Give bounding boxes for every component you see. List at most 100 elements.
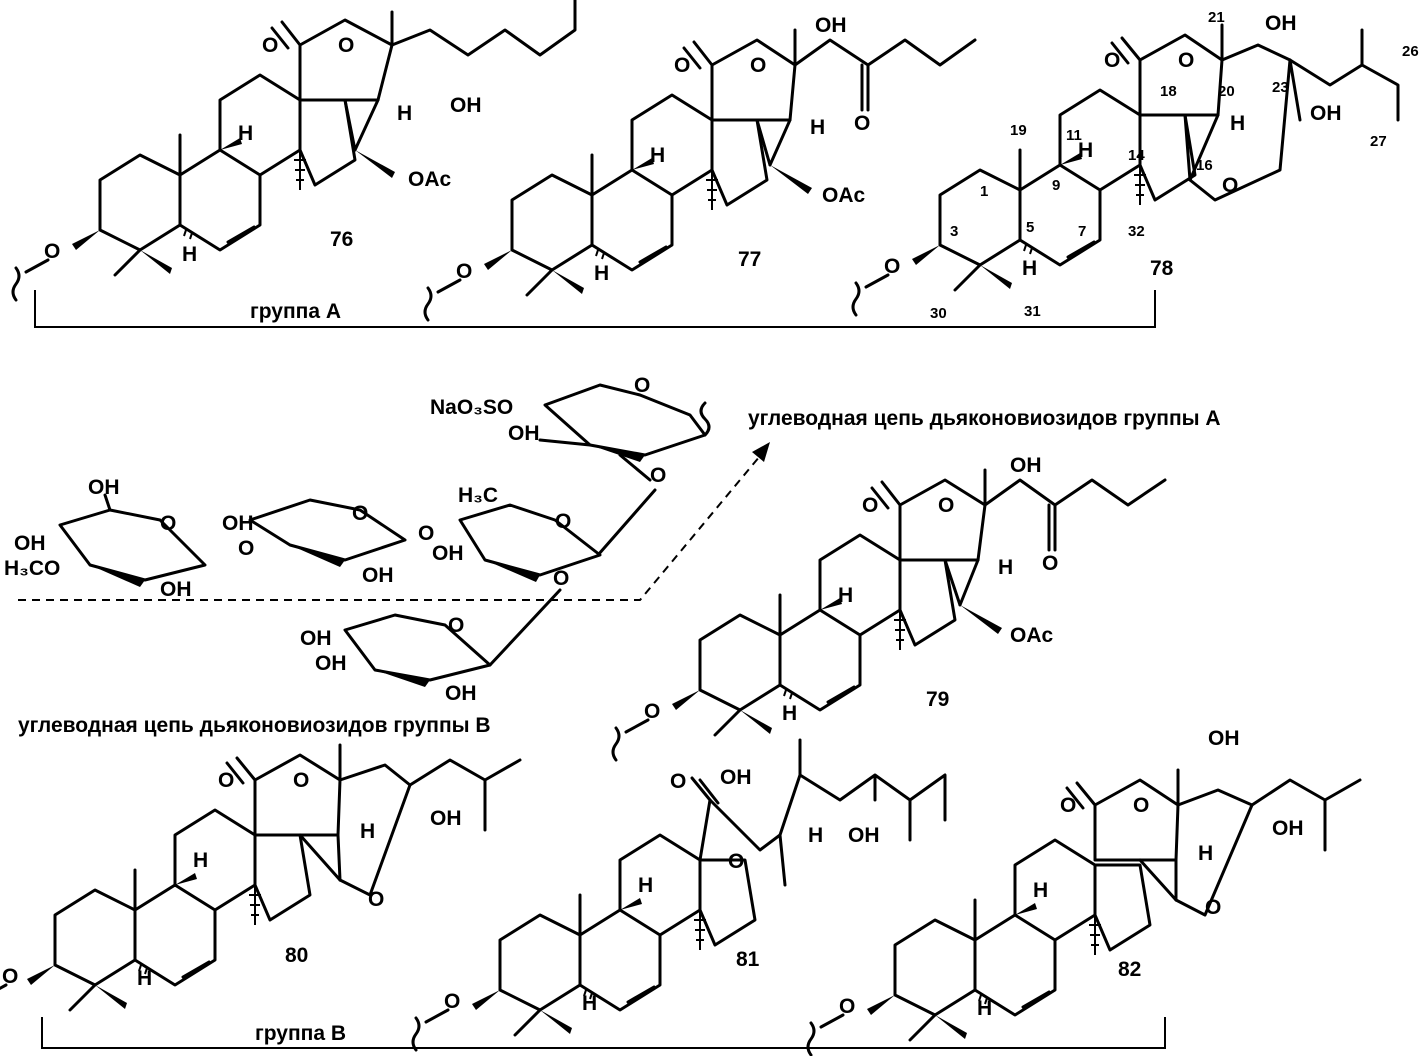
atom-number: 20 <box>1218 83 1235 100</box>
oh-label: OH <box>815 14 847 37</box>
h-label: H <box>1198 842 1213 865</box>
h-label: H <box>810 116 825 139</box>
o-label: O <box>553 567 569 590</box>
oh-label: OH <box>508 422 540 445</box>
compound-78: O O OH OH H O H H O 1 3 5 7 9 11 14 16 1… <box>851 9 1419 322</box>
compound-number: 79 <box>926 688 949 711</box>
oh-label: OH <box>1310 102 1342 125</box>
naoso3-label: NaO₃SO <box>430 396 513 419</box>
atom-number: 1 <box>980 183 988 200</box>
ring-o-label: O <box>634 374 650 397</box>
compound-number: 81 <box>736 948 760 971</box>
compound-77: O O OH O H OAc H H O 77 <box>423 14 977 322</box>
oac-label: OAc <box>1010 624 1054 647</box>
o-label: O <box>456 260 472 283</box>
oh-label: OH <box>300 627 332 650</box>
carbonyl-o-label: O <box>674 54 690 77</box>
group-a-label: группа А <box>250 300 341 323</box>
ring-o-label: O <box>1178 49 1194 72</box>
oac-label: OAc <box>408 168 452 191</box>
carbonyl-o-label: O <box>1104 49 1120 72</box>
bridge-o-label: O <box>728 850 744 873</box>
o-label: O <box>2 965 18 988</box>
group-a-cut-line <box>18 449 766 601</box>
compound-80: O O OH H O H H O 80 <box>0 743 522 1027</box>
oh-label: OH <box>222 512 254 535</box>
atom-number: 21 <box>1208 9 1225 26</box>
group-a-bracket <box>34 290 1156 328</box>
oh-label: OH <box>315 652 347 675</box>
o-label: O <box>839 995 855 1018</box>
furan-o-label: O <box>1205 896 1221 919</box>
furan-o-label: O <box>1222 174 1238 197</box>
compound-number: 80 <box>285 944 308 967</box>
h-label: H <box>360 820 375 843</box>
h-label: H <box>1078 139 1093 162</box>
oh-label: OH <box>362 564 394 587</box>
o-label: O <box>444 990 460 1013</box>
ring-o-label: O <box>338 34 354 57</box>
atom-number: 27 <box>1370 133 1387 150</box>
h-label: H <box>977 997 992 1020</box>
ring-o-label: O <box>160 512 176 535</box>
atom-number: 9 <box>1052 177 1060 194</box>
h-label: H <box>998 556 1013 579</box>
h-label: H <box>594 262 609 285</box>
compound-79: O O OH O H OAc H H O 79 <box>611 454 1167 762</box>
oh-label: OH <box>160 578 192 601</box>
h-label: H <box>137 967 152 990</box>
h-label: H <box>182 243 197 266</box>
atom-number: 7 <box>1078 223 1086 240</box>
atom-number: 18 <box>1160 83 1177 100</box>
compound-76: O O OH H OAc H H O 76 <box>11 0 577 302</box>
h-label: H <box>193 849 208 872</box>
chain-b-caption: углеводная цепь дьяконовиозидов группы В <box>18 714 491 737</box>
ring-o-label: O <box>293 769 309 792</box>
carbonyl-o-label: O <box>862 494 878 517</box>
h-label: H <box>1022 257 1037 280</box>
atom-number: 3 <box>950 223 958 240</box>
compound-number: 78 <box>1150 257 1174 280</box>
oh-label: OH <box>430 807 462 830</box>
oh-label: OH <box>848 824 880 847</box>
ring-o-label: O <box>1133 794 1149 817</box>
atom-number: 14 <box>1128 147 1145 164</box>
compound-number: 76 <box>330 228 353 251</box>
compound-number: 77 <box>738 248 761 271</box>
compound-82: O O OH OH H O H H O 82 <box>806 727 1362 1056</box>
group-b-bracket <box>41 1017 1166 1049</box>
ring-o-label: O <box>352 502 368 525</box>
oh-label: OH <box>1265 12 1297 35</box>
oh-label: OH <box>1208 727 1240 750</box>
atom-number: 16 <box>1196 157 1213 174</box>
oh-label: OH <box>720 766 752 789</box>
ketone-o-label: O <box>854 112 870 135</box>
o-label: O <box>650 464 666 487</box>
furan-o-label: O <box>368 888 384 911</box>
o-label: O <box>884 255 900 278</box>
h-label: H <box>1033 879 1048 902</box>
compound-number: 82 <box>1118 958 1141 981</box>
compound-81: O O OH OH H H H O 81 <box>411 738 947 1052</box>
carbonyl-o-label: O <box>262 34 278 57</box>
o-label: O <box>418 522 434 545</box>
oh-label: OH <box>1272 817 1304 840</box>
o-label: O <box>44 240 60 263</box>
oh-label: OH <box>14 532 46 555</box>
ring-o-label: O <box>938 494 954 517</box>
h-label: H <box>808 824 823 847</box>
atom-number: 26 <box>1402 43 1419 60</box>
atom-number: 5 <box>1026 219 1034 236</box>
atom-number: 23 <box>1272 79 1289 96</box>
atom-number: 11 <box>1066 127 1082 144</box>
h-label: H <box>838 584 853 607</box>
o-label: O <box>644 700 660 723</box>
h-label: H <box>638 874 653 897</box>
ring-o-label: O <box>448 614 464 637</box>
h-label: H <box>1230 112 1245 135</box>
group-b-label: группа В <box>255 1022 346 1045</box>
h-label: H <box>238 122 253 145</box>
h3co-label: H₃CO <box>4 557 60 580</box>
atom-number: 32 <box>1128 223 1145 240</box>
